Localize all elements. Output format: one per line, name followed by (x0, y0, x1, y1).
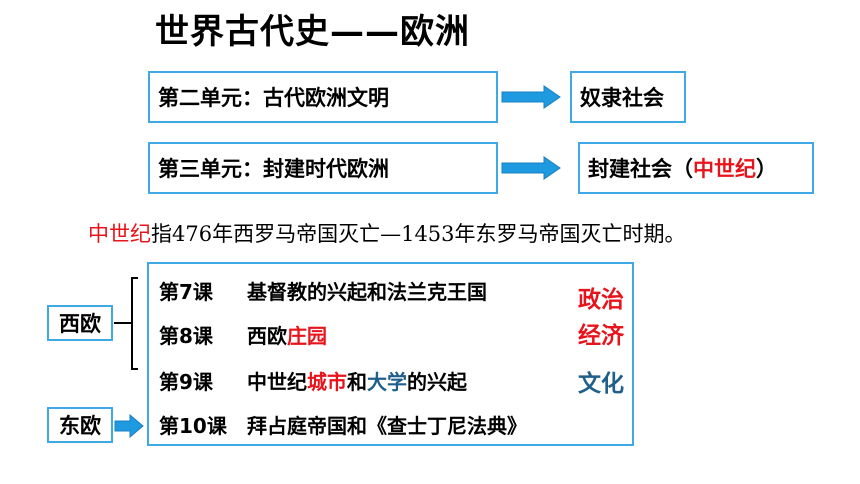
lesson-9: 第9课 中世纪城市和大学的兴起 (159, 366, 467, 395)
east-arrow-icon (114, 414, 144, 438)
lesson-7-number: 第7课 (159, 280, 213, 304)
unit-3-result-suffix: ） (756, 157, 777, 181)
arrow-right-icon (501, 156, 561, 180)
theme-politics: 政治 (578, 287, 624, 313)
region-west-label: 西欧 (59, 312, 101, 336)
unit-3-result-prefix: 封建社会（ (588, 157, 693, 181)
definition-text: 中世纪指476年西罗马帝国灭亡—1453年东罗马帝国灭亡时期。 (88, 218, 686, 248)
lesson-7: 第7课 基督教的兴起和法兰克王国 (159, 276, 487, 305)
unit-3-result-box: 封建社会（中世纪） (578, 142, 814, 194)
lesson-10-number: 第10课 (159, 414, 227, 438)
lesson-9-highlight-city: 城市 (307, 370, 347, 394)
unit-2-box: 第二单元：古代欧洲文明 (148, 71, 498, 123)
unit-2-result-box: 奴隶社会 (570, 71, 686, 123)
definition-rest: 指476年西罗马帝国灭亡—1453年东罗马帝国灭亡时期。 (151, 222, 686, 246)
unit-3-box: 第三单元：封建时代欧洲 (148, 142, 498, 194)
lesson-8-highlight: 庄园 (287, 324, 327, 348)
region-east-label: 东欧 (59, 414, 101, 438)
lesson-9-title-c: 的兴起 (407, 370, 467, 394)
unit-3-result-highlight: 中世纪 (693, 157, 756, 181)
lesson-9-number: 第9课 (159, 370, 213, 394)
region-east-box: 东欧 (47, 407, 113, 443)
lesson-7-title: 基督教的兴起和法兰克王国 (247, 280, 487, 304)
lessons-box: 第7课 基督教的兴起和法兰克王国 第8课 西欧庄园 第9课 中世纪城市和大学的兴起 第… (147, 262, 634, 446)
bracket-connector (114, 277, 138, 370)
lesson-8-number: 第8课 (159, 324, 213, 348)
lesson-9-title-b: 和 (347, 370, 367, 394)
unit-2-result: 奴隶社会 (580, 86, 664, 110)
unit-3-label: 第三单元：封建时代欧洲 (158, 157, 389, 181)
lesson-8: 第8课 西欧庄园 (159, 320, 327, 349)
lesson-9-highlight-university: 大学 (367, 370, 407, 394)
lesson-10-title: 拜占庭帝国和《查士丁尼法典》 (247, 414, 527, 438)
theme-culture: 文化 (578, 371, 624, 397)
lesson-9-title-a: 中世纪 (247, 370, 307, 394)
lesson-8-title: 西欧 (247, 324, 287, 348)
theme-economy: 经济 (578, 323, 624, 349)
page-title: 世界古代史——欧洲 (155, 12, 470, 52)
lesson-10: 第10课拜占庭帝国和《查士丁尼法典》 (159, 410, 527, 439)
definition-highlight: 中世纪 (88, 222, 151, 246)
arrow-right-icon (501, 85, 561, 109)
unit-2-label: 第二单元：古代欧洲文明 (158, 86, 389, 110)
region-west-box: 西欧 (47, 305, 113, 341)
